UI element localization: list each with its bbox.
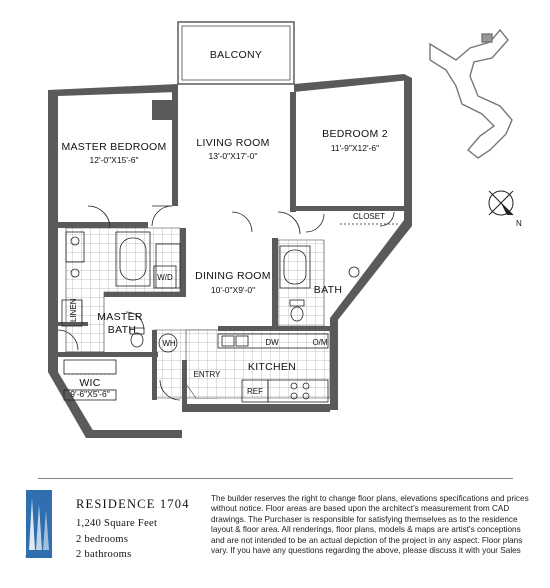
residence-area: 1,240 Square Feet (76, 518, 158, 529)
floor-plan: BALCONY MASTER BEDROOM 12'-0"X15'-6" LIV… (48, 21, 522, 438)
balcony-outline (177, 21, 295, 85)
bath-label: BATH (314, 284, 342, 296)
wic-dims: 9'-6"X5'-6" (70, 389, 110, 399)
dw-label: DW (265, 338, 279, 347)
interior-walls (58, 92, 404, 412)
fixtures (61, 223, 400, 403)
exterior-walls (48, 74, 412, 438)
master-bedroom-label: MASTER BEDROOM (61, 141, 166, 153)
footer-divider (38, 478, 513, 479)
closet-label: CLOSET (353, 212, 385, 221)
wic-label: WIC (79, 377, 100, 389)
entry-label: ENTRY (194, 370, 222, 379)
tiled-floors (65, 227, 331, 399)
residence-bathrooms: 2 bathrooms (76, 549, 132, 560)
ref-label: REF (247, 387, 263, 396)
dining-room-label: DINING ROOM (195, 270, 271, 282)
residence-title: RESIDENCE 1704 (76, 497, 190, 511)
bedroom2-dims: 11'-9"X12'-6" (331, 143, 379, 153)
dining-room-dims: 10'-0"X9'-0" (211, 285, 255, 295)
om-label: O/M (312, 338, 327, 347)
wh-label: WH (162, 339, 176, 348)
master-bath-label-2: BATH (108, 324, 136, 336)
compass-label: N (516, 219, 522, 228)
residence-bedrooms: 2 bedrooms (76, 534, 129, 545)
living-room-label: LIVING ROOM (196, 137, 269, 149)
balcony-label: BALCONY (210, 49, 262, 61)
door-swings (57, 205, 395, 401)
living-room-dims: 13'-0"X17'-0" (209, 151, 258, 161)
master-bedroom-dims: 12'-0"X15'-6" (90, 155, 139, 165)
bedroom2-label: BEDROOM 2 (322, 128, 388, 140)
disclaimer-text: The builder reserves the right to change… (211, 494, 529, 556)
key-plan (429, 28, 513, 159)
north-arrow-icon: N (488, 190, 522, 228)
room-labels: BALCONY MASTER BEDROOM 12'-0"X15'-6" LIV… (61, 49, 387, 399)
wd-label: W/D (157, 273, 173, 282)
kitchen-label: KITCHEN (248, 361, 296, 373)
logo-text: Azzurra (25, 552, 53, 559)
master-bath-label-1: MASTER (97, 311, 143, 323)
linen-label: LINEN (69, 298, 78, 322)
azzurra-logo-icon (26, 490, 52, 558)
